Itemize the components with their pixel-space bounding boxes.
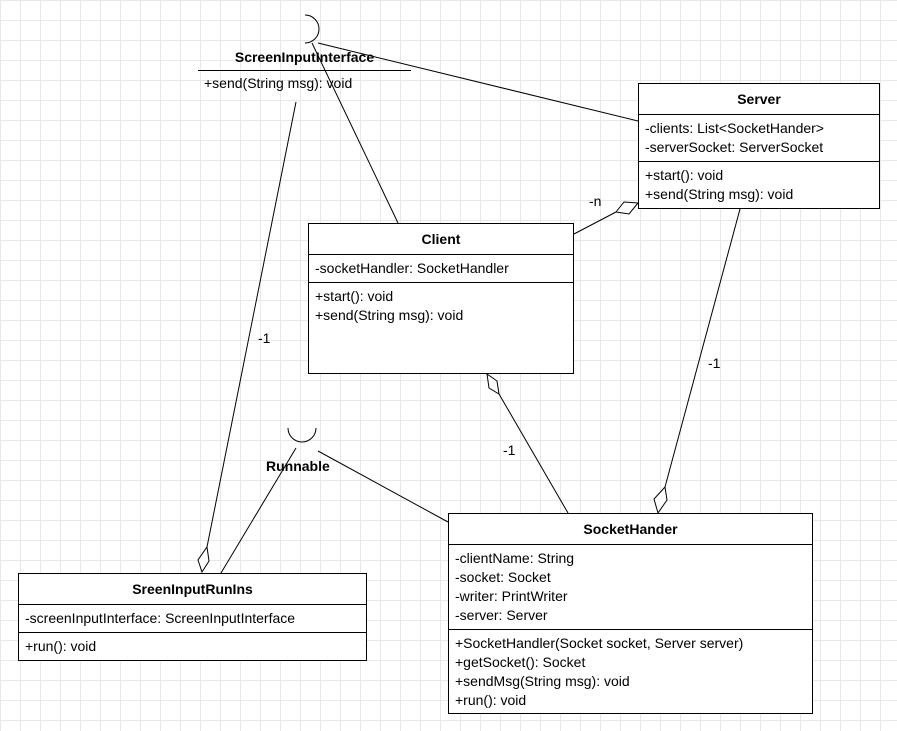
server-attr-0: -clients: List<SocketHander> — [645, 120, 824, 136]
client-attr-0: -socketHandler: SocketHandler — [315, 260, 509, 276]
socket-hander-attr-1: -socket: Socket — [455, 569, 551, 585]
server-class[interactable]: Server -clients: List<SocketHander> -ser… — [638, 83, 880, 209]
socket-hander-op-2: +sendMsg(String msg): void — [455, 673, 630, 689]
server-class-name: Server — [639, 84, 879, 115]
multiplicity-screen-run-ins: -1 — [258, 330, 271, 346]
socket-hander-class-name: SocketHander — [449, 514, 812, 545]
screen-run-ins-line — [206, 101, 297, 548]
server-attr-1: -serverSocket: ServerSocket — [645, 139, 824, 155]
socket-hander-attr-3: -server: Server — [455, 607, 548, 623]
client-op-0: +start(): void — [315, 288, 394, 304]
screen-input-interface[interactable]: ScreenInputInterface +send(String msg): … — [198, 44, 411, 96]
socket-hander-op-0: +SocketHandler(Socket socket, Server ser… — [455, 635, 744, 651]
client-class[interactable]: Client -socketHandler: SocketHandler +st… — [308, 223, 574, 374]
client-socket-hander-line — [498, 393, 569, 514]
socket-hander-attr-0: -clientName: String — [455, 550, 575, 566]
socket-hander-to-runnable-line — [317, 450, 449, 523]
screen-input-op-0: +send(String msg): void — [204, 75, 353, 91]
client-socket-hander-diamond-icon — [486, 372, 500, 395]
screen-input-run-ins-class[interactable]: SreenInputRunIns -screenInputInterface: … — [18, 573, 367, 661]
server-to-screen-input-line — [317, 42, 639, 122]
server-op-1: +send(String msg): void — [645, 186, 794, 202]
client-to-screen-input-line — [311, 42, 399, 224]
screen-input-socket-icon — [304, 14, 320, 44]
screen-input-run-ins-class-name: SreenInputRunIns — [19, 574, 366, 605]
client-op-1: +send(String msg): void — [315, 307, 464, 323]
socket-hander-op-3: +run(): void — [455, 692, 527, 708]
multiplicity-server-socket-hander: -1 — [708, 355, 721, 371]
run-ins-to-runnable-line — [220, 447, 297, 574]
socket-hander-op-1: +getSocket(): Socket — [455, 654, 586, 670]
server-socket-hander-diamond-icon — [653, 485, 668, 515]
runnable-interface-label: Runnable — [266, 458, 330, 474]
screen-run-ins-diamond-icon — [197, 545, 210, 574]
socket-hander-class[interactable]: SocketHander -clientName: String -socket… — [448, 513, 813, 714]
server-client-line — [573, 211, 617, 235]
client-class-name: Client — [309, 224, 573, 255]
runnable-socket-icon — [287, 427, 317, 443]
socket-hander-attr-2: -writer: PrintWriter — [455, 588, 568, 604]
multiplicity-client-socket-hander: -1 — [503, 442, 516, 458]
server-socket-hander-line — [664, 208, 741, 488]
server-op-0: +start(): void — [645, 167, 724, 183]
multiplicity-server-client: -n — [589, 193, 602, 209]
screen-input-run-ins-op-0: +run(): void — [25, 638, 97, 654]
screen-input-run-ins-attr-0: -screenInputInterface: ScreenInputInterf… — [25, 610, 296, 626]
server-client-diamond-icon — [615, 201, 639, 215]
screen-input-interface-name: ScreenInputInterface — [198, 44, 411, 71]
